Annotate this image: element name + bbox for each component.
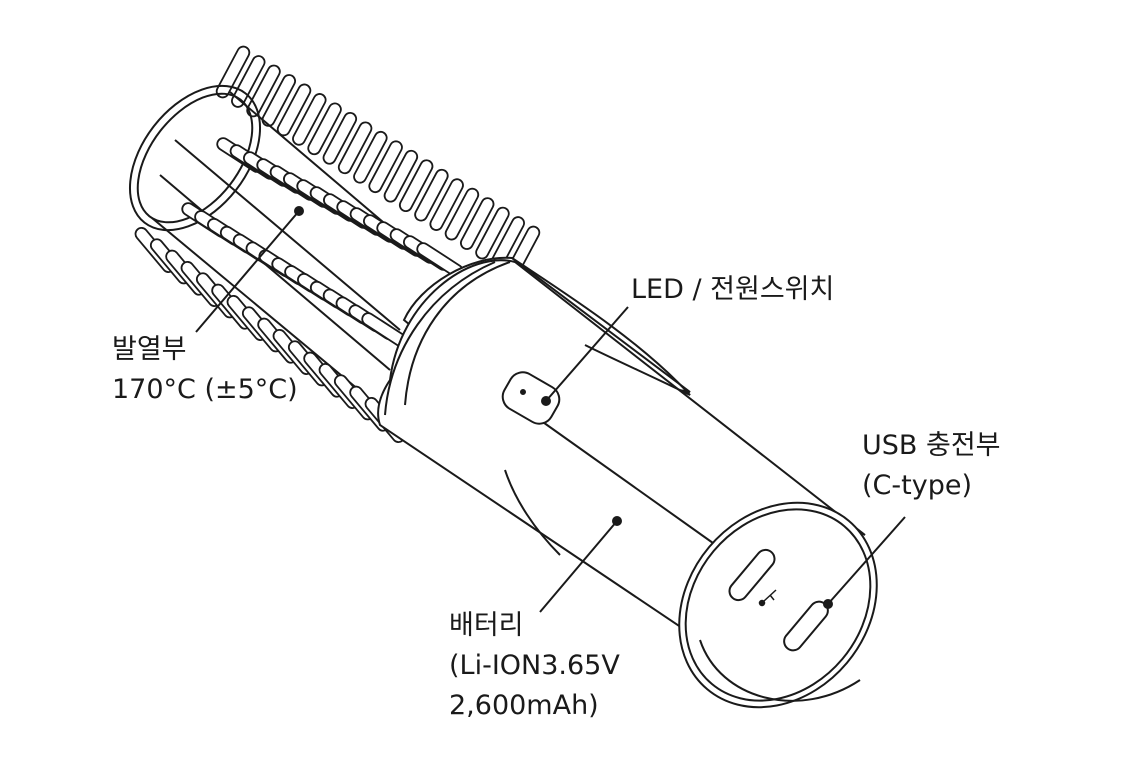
bristle (383, 149, 419, 203)
bristle (444, 187, 480, 241)
usb-type: (C-type) (862, 470, 972, 501)
heater-title: 발열부 (112, 334, 187, 365)
bristle (368, 140, 403, 194)
bristle (307, 102, 342, 156)
callout-leaders (195, 206, 906, 613)
bristle (261, 74, 297, 127)
bristle (337, 121, 373, 175)
bristle (398, 159, 434, 213)
battery-callout: 배터리 (Li-ION3.65V 2,600mAh) (449, 606, 620, 726)
bristle (459, 197, 495, 250)
battery-title: 배터리 (449, 610, 524, 641)
bristle (475, 206, 510, 260)
heater-callout: 발열부 170°C (±5°C) (112, 330, 298, 410)
bristle (322, 111, 358, 165)
bristle (414, 168, 449, 222)
battery-capacity: 2,600mAh) (449, 690, 599, 721)
bristle (292, 93, 327, 146)
bristle (353, 130, 388, 184)
usb-title: USB 충전부 (862, 430, 1001, 461)
usb-icon (758, 589, 777, 607)
led-switch-callout: LED / 전원스위치 (631, 270, 834, 310)
brush-bristles-back (215, 45, 541, 279)
led-switch-title: LED / 전원스위치 (631, 274, 835, 305)
bristle (231, 55, 266, 108)
bristle (215, 45, 251, 99)
heater-temperature: 170°C (±5°C) (112, 374, 298, 405)
battery-spec: (Li-ION3.65V (449, 650, 620, 681)
bristle (429, 178, 464, 231)
handle-body (377, 256, 878, 709)
usb-callout: USB 충전부 (C-type) (862, 426, 1001, 506)
